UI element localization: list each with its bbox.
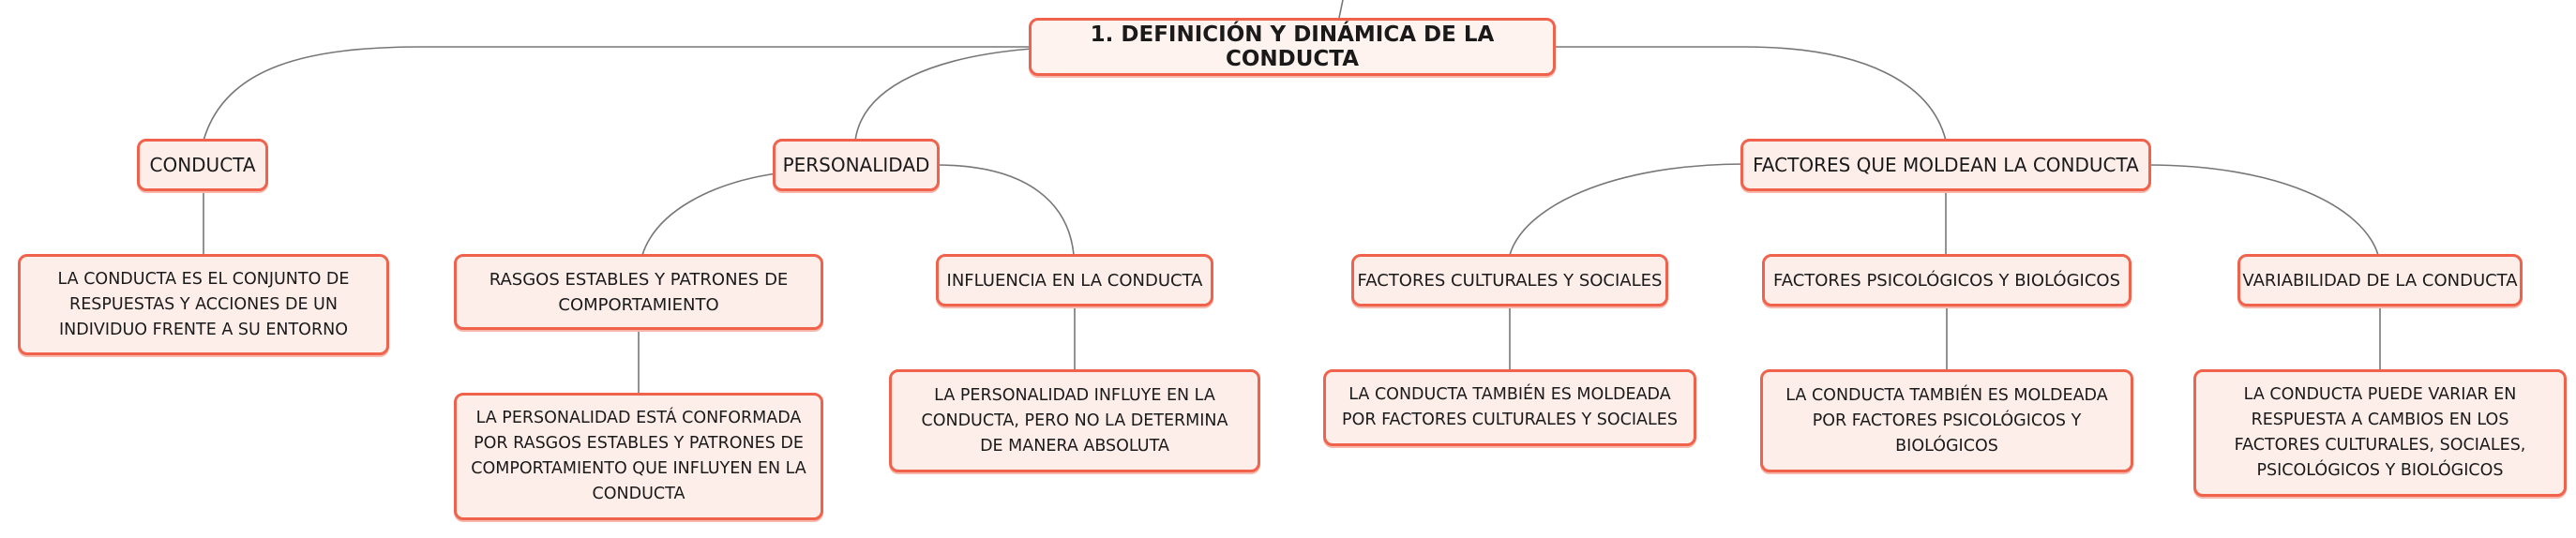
- subtopic-culturales[interactable]: FACTORES CULTURALES Y SOCIALES: [1351, 254, 1668, 306]
- subtopic-culturales-label: FACTORES CULTURALES Y SOCIALES: [1357, 270, 1663, 291]
- topic-factores[interactable]: FACTORES QUE MOLDEAN LA CONDUCTA: [1740, 139, 2151, 191]
- subtopic-rasgos[interactable]: RASGOS ESTABLES Y PATRONES DE COMPORTAMI…: [454, 254, 823, 330]
- connector-root-conducta: [203, 46, 1032, 142]
- variabilidad-detalle[interactable]: LA CONDUCTA PUEDE VARIAR EN RESPUESTA A …: [2193, 369, 2567, 497]
- topic-personalidad-label: PERSONALIDAD: [782, 154, 930, 176]
- connector-root-factores: [1553, 46, 1947, 142]
- connector-factores-variabilidad: [2147, 164, 2379, 256]
- rasgos-detalle[interactable]: LA PERSONALIDAD ESTÁ CONFORMADA POR RASG…: [454, 393, 823, 520]
- subtopic-psicologicos-label: FACTORES PSICOLÓGICOS Y BIOLÓGICOS: [1773, 270, 2120, 291]
- variabilidad-detalle-text: LA CONDUCTA PUEDE VARIAR EN RESPUESTA A …: [2234, 385, 2526, 480]
- topic-personalidad[interactable]: PERSONALIDAD: [773, 139, 940, 191]
- culturales-detalle-text: LA CONDUCTA TAMBIÉN ES MOLDEADA POR FACT…: [1342, 385, 1678, 429]
- rasgos-detalle-text: LA PERSONALIDAD ESTÁ CONFORMADA POR RASG…: [471, 409, 806, 503]
- connector-root-personalidad: [854, 48, 1032, 142]
- subtopic-rasgos-label: RASGOS ESTABLES Y PATRONES DE COMPORTAMI…: [489, 269, 789, 315]
- root-topic[interactable]: 1. DEFINICIÓN Y DINÁMICA DE LA CONDUCTA: [1029, 18, 1556, 76]
- psicologicos-detalle[interactable]: LA CONDUCTA TAMBIÉN ES MOLDEADA POR FACT…: [1760, 369, 2133, 472]
- influencia-detalle-text: LA PERSONALIDAD INFLUYE EN LA CONDUCTA, …: [921, 385, 1228, 456]
- subtopic-influencia[interactable]: INFLUENCIA EN LA CONDUCTA: [936, 254, 1213, 306]
- connector-root-up: [1338, 0, 1344, 19]
- conducta-definicion-text: LA CONDUCTA ES EL CONJUNTO DE RESPUESTAS…: [57, 269, 350, 339]
- root-topic-label: 1. DEFINICIÓN Y DINÁMICA DE LA CONDUCTA: [1090, 22, 1495, 71]
- conducta-definicion[interactable]: LA CONDUCTA ES EL CONJUNTO DE RESPUESTAS…: [18, 254, 389, 355]
- culturales-detalle[interactable]: LA CONDUCTA TAMBIÉN ES MOLDEADA POR FACT…: [1323, 369, 1696, 446]
- subtopic-variabilidad[interactable]: VARIABILIDAD DE LA CONDUCTA: [2237, 254, 2523, 306]
- topic-factores-label: FACTORES QUE MOLDEAN LA CONDUCTA: [1753, 154, 2139, 176]
- topic-conducta[interactable]: CONDUCTA: [137, 139, 268, 191]
- subtopic-influencia-label: INFLUENCIA EN LA CONDUCTA: [946, 270, 1203, 291]
- connector-factores-culturales: [1509, 163, 1745, 256]
- subtopic-psicologicos[interactable]: FACTORES PSICOLÓGICOS Y BIOLÓGICOS: [1762, 254, 2132, 306]
- connector-personalidad-rasgos: [641, 172, 777, 256]
- subtopic-variabilidad-label: VARIABILIDAD DE LA CONDUCTA: [2242, 270, 2518, 291]
- influencia-detalle[interactable]: LA PERSONALIDAD INFLUYE EN LA CONDUCTA, …: [889, 369, 1260, 472]
- topic-conducta-label: CONDUCTA: [149, 154, 256, 176]
- psicologicos-detalle-text: LA CONDUCTA TAMBIÉN ES MOLDEADA POR FACT…: [1785, 385, 2108, 456]
- connector-personalidad-influencia: [935, 164, 1075, 256]
